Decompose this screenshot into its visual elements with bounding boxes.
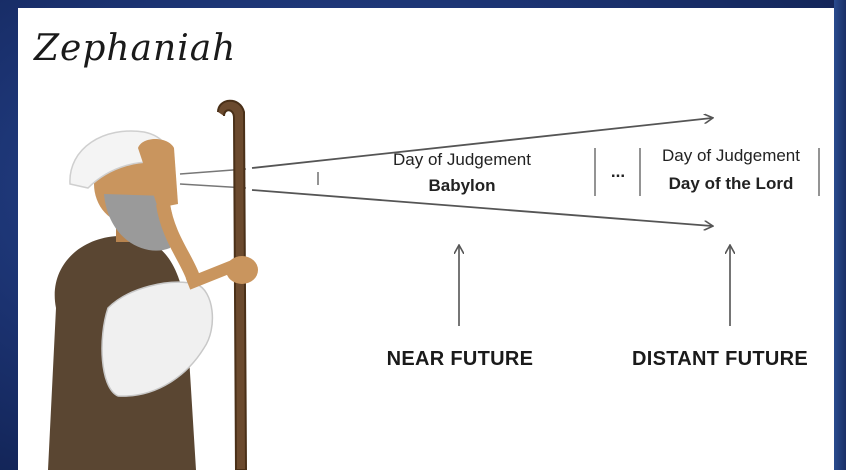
slide-canvas: Zephaniah <box>18 8 834 470</box>
distant-target-label: Day of the Lord <box>648 174 814 194</box>
distant-future-label: DISTANT FUTURE <box>618 348 822 371</box>
prophet-figure <box>48 101 258 470</box>
prophecy-diagram <box>18 8 834 470</box>
slide-background-edge <box>834 0 846 470</box>
distant-event-label: Day of Judgement <box>648 146 814 166</box>
gap-ellipsis: ... <box>600 162 636 182</box>
near-future-label: NEAR FUTURE <box>362 348 558 371</box>
near-target-label: Babylon <box>372 176 552 196</box>
near-event-label: Day of Judgement <box>372 150 552 170</box>
